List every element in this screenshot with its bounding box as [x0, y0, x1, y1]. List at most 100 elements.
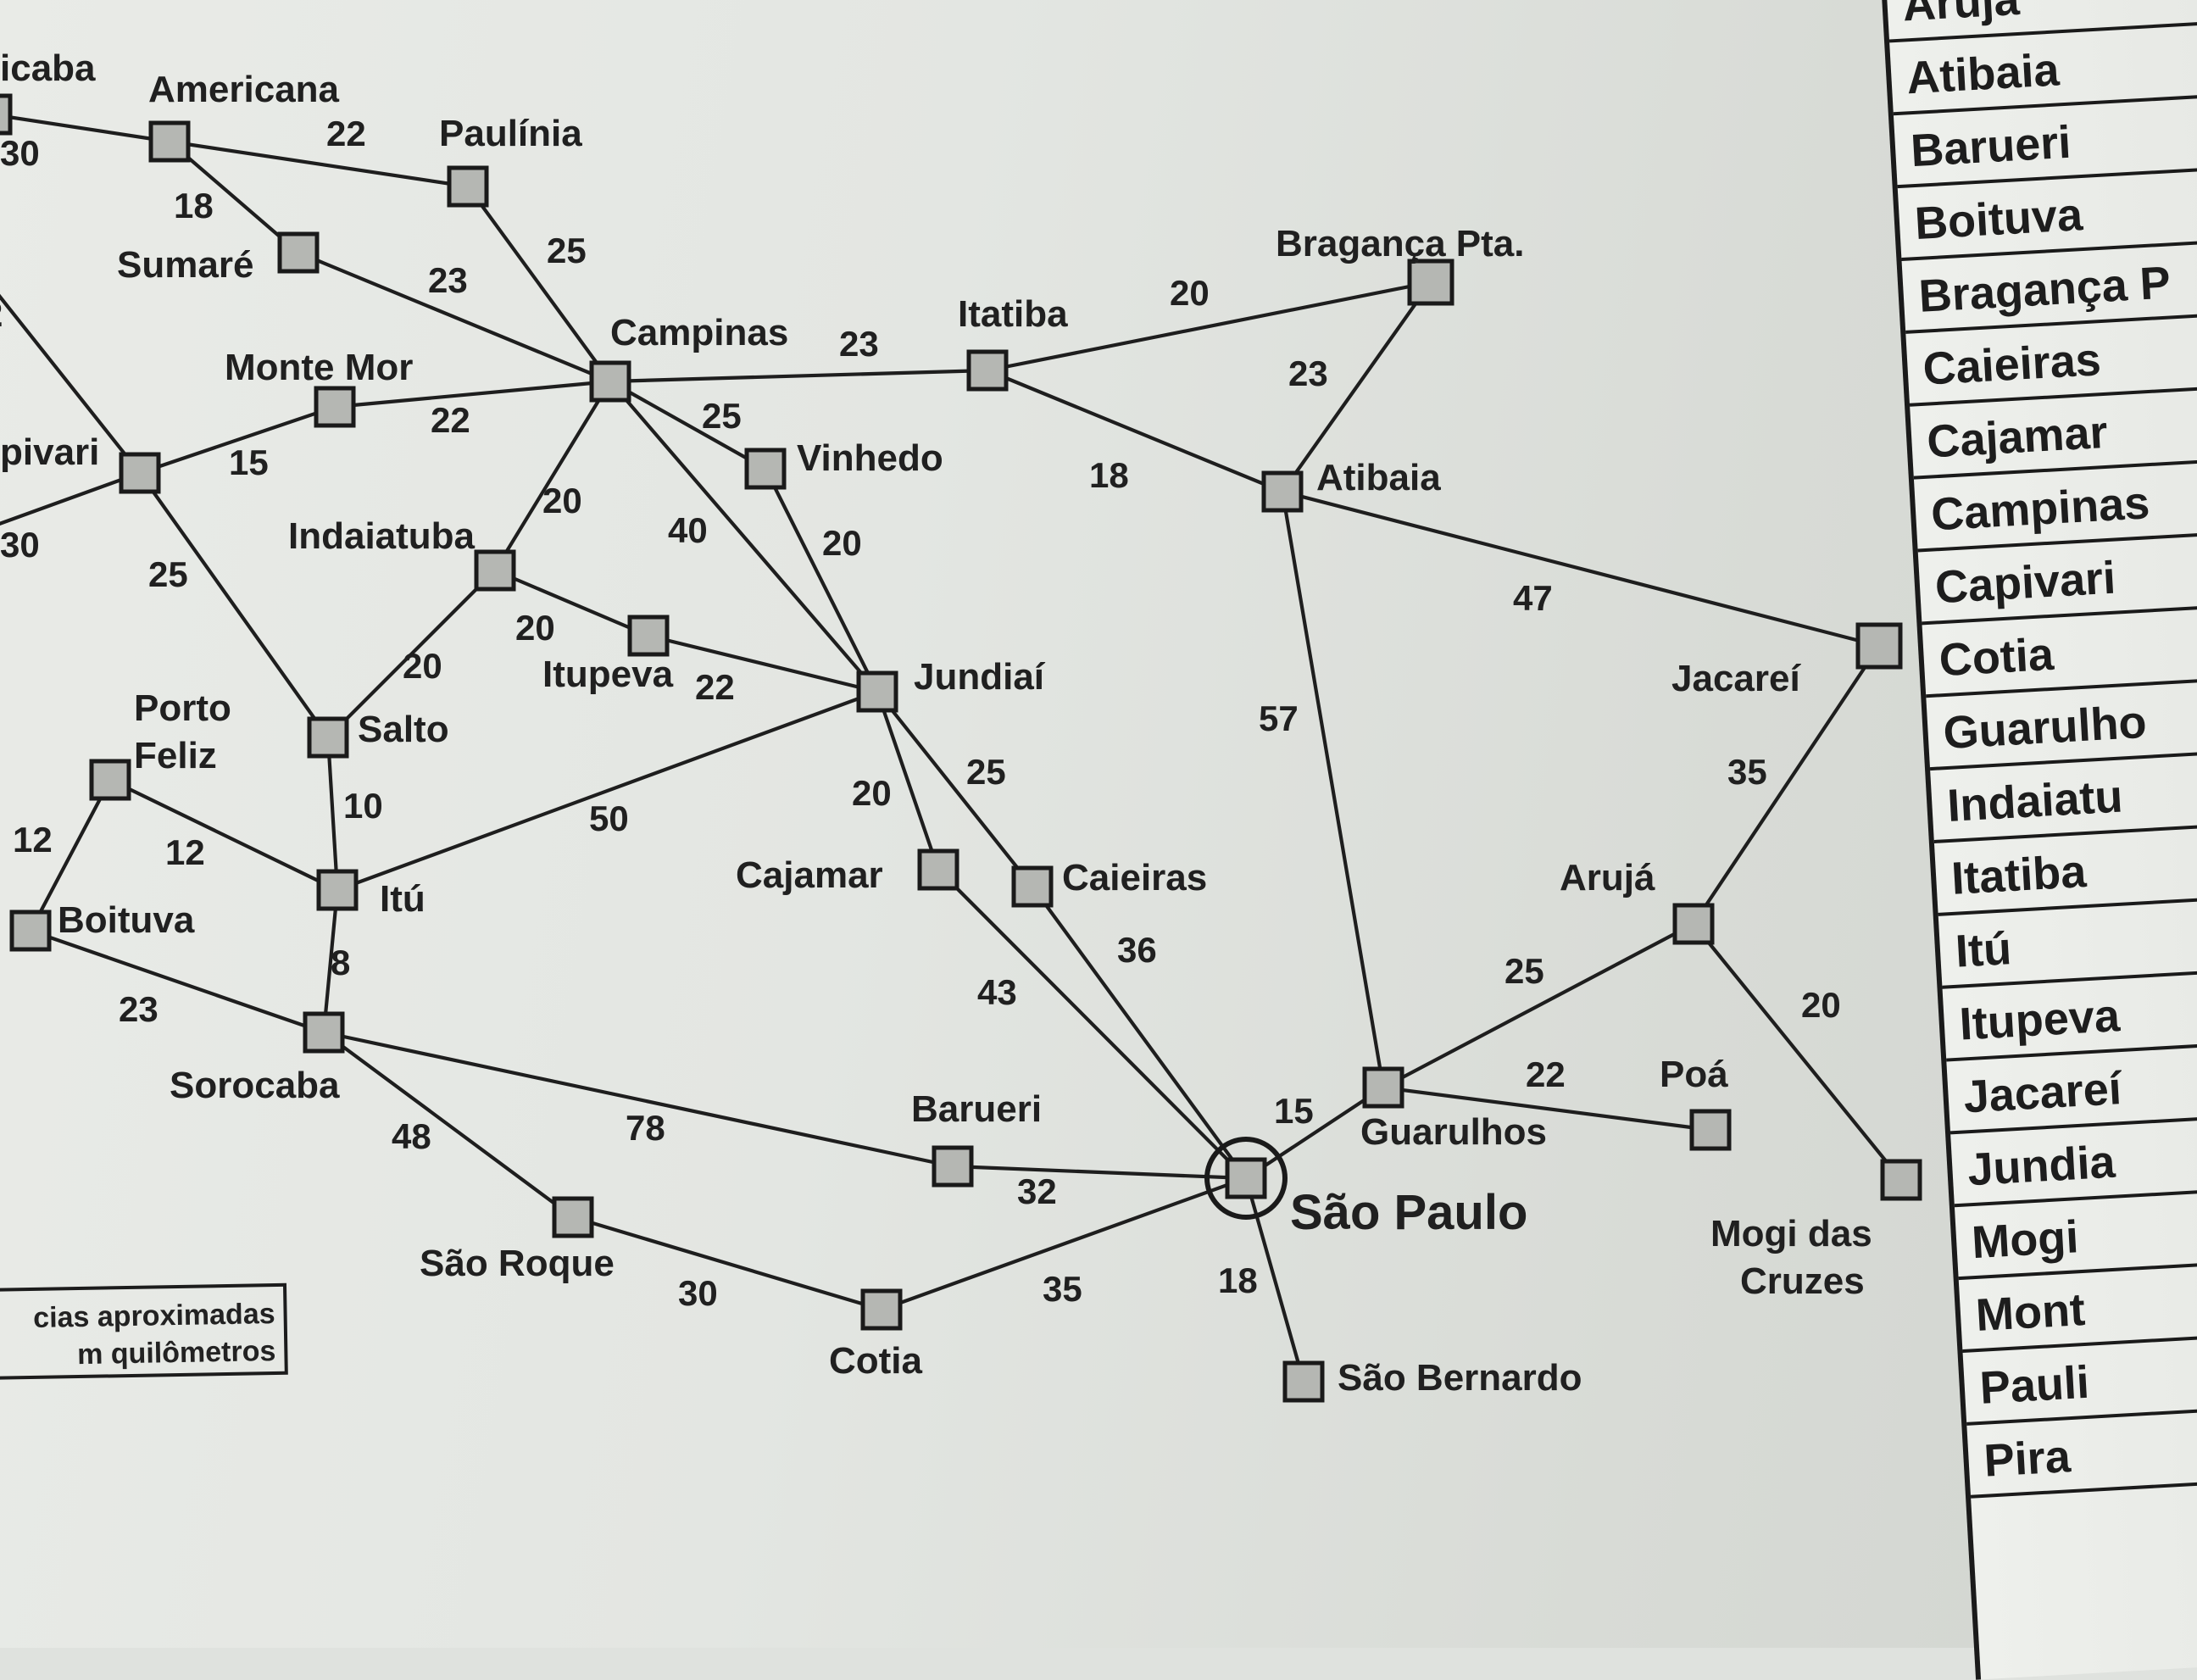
distance-label: 40 [668, 510, 708, 550]
road-indaiatuba-salto [326, 569, 497, 739]
road-jacarei-aruja [1692, 644, 1881, 926]
city-node-piracicaba [0, 93, 13, 136]
road-edges [0, 114, 1903, 1382]
city-node-americana [148, 120, 191, 163]
city-label-boituva: Boituva [58, 899, 195, 941]
city-label-atibaia: Atibaia [1316, 457, 1441, 498]
city-label-saobernardo: São Bernardo [1338, 1357, 1582, 1399]
city-node-sorocaba [303, 1011, 345, 1054]
distance-label: 12 [13, 820, 53, 859]
road-saopaulo-saobernardo [1243, 1177, 1306, 1382]
city-node-itupeva [627, 615, 670, 657]
city-label-itu: Itú [380, 878, 425, 920]
city-label-itupeva: Itupeva [542, 654, 674, 695]
city-node-itatiba [966, 349, 1009, 392]
city-label-sorocaba: Sorocaba [170, 1065, 340, 1106]
road-capivari-offpage [0, 471, 141, 526]
road-boituva-sorocaba [30, 929, 325, 1034]
distance-label: 18 [174, 186, 214, 225]
city-label-capivari: pivari [0, 431, 99, 473]
distance-label: 20 [1801, 985, 1841, 1025]
distance-label: 43 [977, 972, 1017, 1012]
distance-label: 50 [589, 798, 629, 838]
road-americana-sumare [168, 140, 300, 254]
city-node-cotia [860, 1288, 903, 1331]
road-portofeliz-itu [109, 778, 338, 892]
distance-label: 10 [343, 786, 383, 826]
city-node-aruja [1672, 903, 1715, 945]
city-label-sumare: Sumaré [117, 244, 253, 286]
road-vinhedo-jundiai [764, 468, 879, 693]
city-label-salto: Salto [358, 709, 449, 750]
city-node-capivari [119, 452, 161, 494]
city-node-saoroque [552, 1196, 594, 1238]
road-aruja-mogi [1692, 922, 1903, 1182]
road-itu-jundiai [337, 690, 878, 892]
road-paulinia-campinas [466, 185, 612, 383]
city-node-braganca [1407, 259, 1454, 306]
road-montemor-campinas [334, 379, 611, 409]
distance-label: 15 [1274, 1091, 1314, 1131]
distance-label: 25 [148, 554, 188, 594]
city-label-caieiras: Caieiras [1062, 857, 1207, 898]
road-campinas-jundiai [609, 380, 879, 693]
city-node-portofeliz [89, 759, 131, 801]
road-itupeva-jundiai [648, 633, 878, 694]
city-label-guarulhos: Guarulhos [1360, 1111, 1547, 1153]
city-label-saoroque: São Roque [420, 1243, 615, 1284]
city-label-aruja: Arujá [1560, 857, 1655, 898]
distance-label: 35 [1727, 752, 1767, 792]
road-itatiba-atibaia [987, 369, 1283, 493]
city-node-poa [1689, 1109, 1732, 1151]
road-capivari-montemor [139, 405, 336, 475]
distance-legend-box: cias aproximadas m quilômetros [0, 1282, 288, 1380]
city-node-montemor [314, 386, 356, 428]
distance-label: 36 [1117, 930, 1157, 970]
road-braganca-atibaia [1281, 281, 1432, 493]
city-node-jacarei [1855, 622, 1903, 670]
road-guarulhos-saopaulo [1244, 1086, 1385, 1180]
city-node-salto [307, 716, 349, 759]
distance-label: 18 [1089, 455, 1129, 495]
distance-label: 22 [1526, 1054, 1566, 1094]
road-campinas-itatiba [609, 368, 988, 384]
city-node-indaiatuba [474, 549, 516, 592]
city-node-paulinia [447, 165, 489, 208]
distance-label: 35 [1043, 1269, 1082, 1309]
distance-label: 20 [1170, 273, 1210, 313]
distance-label: 48 [392, 1116, 431, 1156]
road-jundiai-cajamar [876, 691, 940, 871]
distance-label: 8 [331, 943, 350, 982]
road-barueri-saopaulo [952, 1164, 1247, 1181]
city-node-campinas [589, 360, 631, 403]
road-saoroque-cotia [572, 1215, 882, 1312]
city-label-poa: Poá [1660, 1054, 1728, 1095]
distance-label: 20 [852, 773, 892, 813]
city-label-vinhedo: Vinhedo [797, 437, 943, 479]
city-node-mogi [1880, 1159, 1922, 1201]
road-campinas-indaiatuba [493, 380, 612, 572]
road-guarulhos-poa [1382, 1085, 1711, 1132]
city-label-saopaulo: São Paulo [1290, 1185, 1527, 1240]
city-label-paulinia: Paulínia [439, 113, 582, 154]
road-campinas-vinhedo [609, 380, 767, 470]
distance-label: 20 [515, 608, 555, 648]
city-label-montemor: Monte Mor [225, 347, 413, 388]
city-node-jundiai [856, 670, 898, 713]
city-label-cajamar: Cajamar [736, 854, 883, 896]
road-americana-piracicaba [0, 114, 170, 144]
road-salto-itu [325, 737, 340, 891]
distance-label: 23 [119, 989, 159, 1029]
distance-label: 47 [1513, 578, 1553, 618]
city-label-jundiai: Jundiaí [914, 656, 1046, 698]
distance-label: 30 [0, 525, 40, 565]
city-label-campinas: Campinas [610, 312, 788, 353]
city-label-cotia: Cotia [829, 1340, 923, 1382]
distance-label: 18 [1218, 1260, 1258, 1300]
distance-label: 23 [428, 260, 468, 300]
road-sorocaba-saoroque [322, 1031, 575, 1219]
